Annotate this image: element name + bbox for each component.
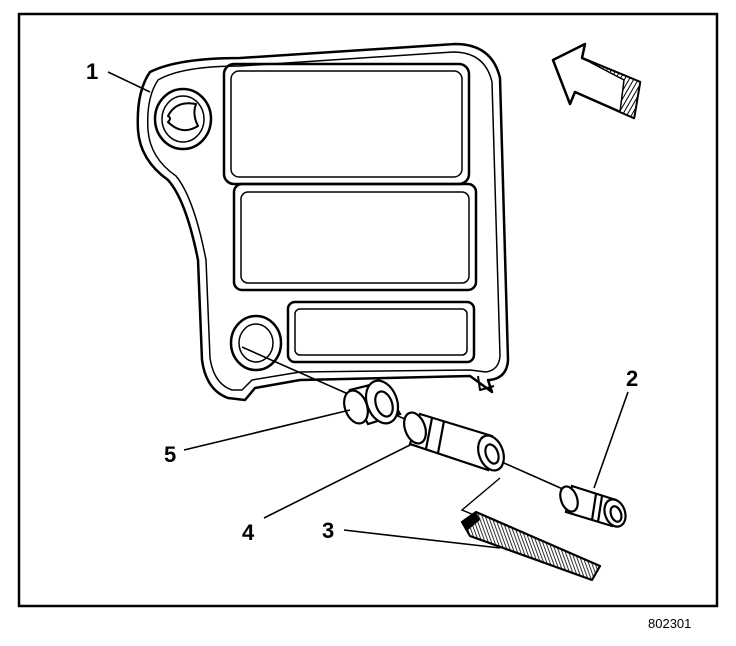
leader-lines [107,71,629,549]
lower-opening-inner [294,308,468,356]
retainer-hole [374,390,394,418]
housing [403,411,505,472]
middle-opening [232,182,478,292]
diagram-frame [17,12,719,608]
callout-4: 4 [242,520,255,545]
removal-tool-tip [462,512,480,530]
lighter-opening-inner [238,323,274,363]
lighter-opening [229,314,283,372]
callout-1: 1 [86,59,98,84]
upper-opening-inner [230,70,463,178]
lighter-ring-1 [590,493,598,521]
direction-arrow-shading [581,57,641,120]
upper-knob-opening [153,87,213,151]
figure-id: 802301 [648,616,691,631]
middle-opening-inner [240,191,470,284]
retainer [343,379,402,426]
housing-rear [403,411,427,445]
callout-2: 2 [626,366,638,391]
leader-5 [183,409,351,451]
lighter-rear [559,485,579,513]
trim-plate-notch [477,375,495,391]
trim-plate [136,42,510,402]
leader-4 [263,443,413,519]
leader-3 [343,529,501,549]
upper-knob-symbol [167,102,199,132]
housing-ring-2 [436,420,446,454]
lighter-element [559,484,627,528]
leader-2 [593,391,629,489]
housing-front-hole [484,443,500,465]
callout-5: 5 [164,442,176,467]
lighter-ring-2 [596,495,604,523]
direction-arrow-icon [551,42,642,120]
lower-opening [286,300,476,364]
lighter-front-inner [609,505,623,523]
removal-tool [460,477,602,582]
callout-3: 3 [322,518,334,543]
trim-plate-inner-edge [146,51,501,391]
leader-1 [107,71,151,93]
housing-ring-1 [424,417,434,450]
trim-plate-outline [136,42,510,402]
upper-knob-opening-inner [161,95,205,143]
